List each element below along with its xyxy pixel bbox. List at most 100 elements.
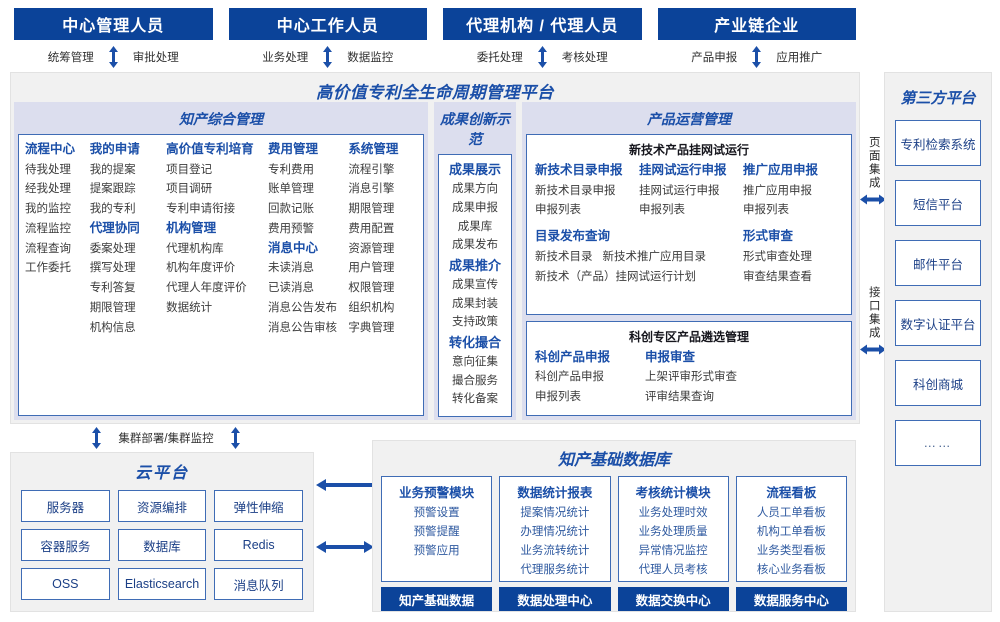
menu-item[interactable]: 撮合服务 <box>452 374 498 387</box>
role-card-3[interactable]: 产业链企业 <box>657 8 856 40</box>
cloud-cell-redis[interactable]: Redis <box>214 529 303 561</box>
menu-item[interactable]: 我的提案 <box>89 163 136 176</box>
menu-item[interactable]: 成果封装 <box>452 297 498 310</box>
third-party-item-patent-search[interactable]: 专利检索系统 <box>895 120 981 166</box>
menu-item[interactable]: 数据统计 <box>166 301 213 314</box>
menu-item[interactable]: 已读消息 <box>268 282 315 295</box>
role-card-2[interactable]: 代理机构 / 代理人员 <box>443 8 642 40</box>
menu-item[interactable]: 成果宣传 <box>452 279 498 291</box>
cloud-cell-server[interactable]: 服务器 <box>21 490 110 522</box>
menu-item[interactable]: 成果方向 <box>452 183 498 196</box>
menu-item[interactable]: 成果发布 <box>452 239 498 252</box>
menu-item[interactable]: 推广应用申报 <box>743 184 812 197</box>
menu-item[interactable]: 专利申请衔接 <box>166 203 236 216</box>
menu-item[interactable]: 委案处理 <box>89 242 136 255</box>
database-box-item[interactable]: 提案情况统计 <box>520 507 590 519</box>
menu-item[interactable]: 未读消息 <box>268 262 315 275</box>
menu-item[interactable]: 工作委托 <box>25 262 71 275</box>
cloud-cell-database[interactable]: 数据库 <box>117 529 207 561</box>
menu-item[interactable]: 组织机构 <box>348 301 395 314</box>
database-footer[interactable]: 数据服务中心 <box>735 587 847 611</box>
menu-item[interactable]: 提案跟踪 <box>89 183 136 196</box>
role-card-0[interactable]: 中心管理人员 <box>14 8 213 40</box>
menu-item[interactable]: 挂网试运行申报 <box>639 184 720 197</box>
menu-item[interactable]: 字典管理 <box>348 321 395 334</box>
database-box-item[interactable]: 核心业务看板 <box>756 563 826 576</box>
menu-item[interactable]: 申报列表 <box>743 204 789 217</box>
menu-item[interactable]: 用户管理 <box>348 262 395 275</box>
menu-item[interactable]: 转化备案 <box>452 393 498 406</box>
menu-item[interactable]: 项目登记 <box>166 163 213 176</box>
menu-item[interactable]: 申报列表 <box>535 391 581 404</box>
menu-item[interactable]: 专利答复 <box>89 282 136 295</box>
database-footer[interactable]: 数据交换中心 <box>617 587 729 611</box>
cloud-cell-container[interactable]: 容器服务 <box>21 529 110 561</box>
database-box-item[interactable]: 预警设置 <box>413 507 460 519</box>
menu-item[interactable]: 新技术（产品）挂网试运行计划 <box>535 270 696 283</box>
menu-item[interactable]: 成果申报 <box>452 201 498 214</box>
menu-item[interactable]: 申报列表 <box>535 204 581 217</box>
menu-item[interactable]: 成果库 <box>457 220 493 233</box>
menu-item[interactable]: 资源管理 <box>348 242 395 255</box>
menu-item[interactable]: 待我处理 <box>25 163 71 176</box>
third-party-item-more[interactable]: …… <box>895 420 981 466</box>
database-box-item[interactable]: 机构工单看板 <box>756 525 826 538</box>
database-box-item[interactable]: 预警提醒 <box>413 525 460 538</box>
menu-item[interactable]: 期限管理 <box>89 301 136 314</box>
menu-item[interactable]: 费用预警 <box>268 222 315 235</box>
menu-item[interactable]: 撰写处理 <box>89 262 136 275</box>
menu-item[interactable]: 我的监控 <box>25 203 71 216</box>
menu-item[interactable]: 申报列表 <box>639 204 685 217</box>
menu-item[interactable]: 专利费用 <box>268 163 315 176</box>
menu-item[interactable]: 机构信息 <box>89 321 136 334</box>
cloud-cell-oss[interactable]: OSS <box>21 568 110 600</box>
menu-item[interactable]: 消息公告审核 <box>268 321 338 334</box>
cloud-cell-elasticsearch[interactable]: Elasticsearch <box>117 568 207 600</box>
database-box-item[interactable]: 人员工单看板 <box>756 507 826 519</box>
menu-item[interactable]: 上架评审形式审查 <box>645 371 737 384</box>
database-box-item[interactable]: 业务处理时效 <box>638 507 708 519</box>
menu-item[interactable]: 评审结果查询 <box>645 391 714 404</box>
database-box-item[interactable]: 预警应用 <box>413 544 460 557</box>
database-box-item[interactable]: 代理服务统计 <box>520 563 590 576</box>
menu-item[interactable]: 消息公告发布 <box>268 301 338 314</box>
cloud-cell-orchestration[interactable]: 资源编排 <box>117 490 207 522</box>
menu-item[interactable]: 期限管理 <box>348 203 395 216</box>
menu-item[interactable]: 新技术目录 <box>535 250 593 263</box>
database-box-item[interactable]: 业务处理质量 <box>638 525 708 538</box>
third-party-item-email[interactable]: 邮件平台 <box>895 240 981 286</box>
database-box-item[interactable]: 业务类型看板 <box>756 544 826 557</box>
role-card-1[interactable]: 中心工作人员 <box>228 8 427 40</box>
menu-item[interactable]: 账单管理 <box>268 183 315 196</box>
third-party-item-sms[interactable]: 短信平台 <box>895 180 981 226</box>
menu-item[interactable]: 代理机构库 <box>166 242 224 255</box>
menu-item[interactable]: 费用配置 <box>348 222 395 235</box>
database-footer[interactable]: 数据处理中心 <box>499 587 611 611</box>
menu-item[interactable]: 经我处理 <box>25 183 71 196</box>
menu-item[interactable]: 形式审查处理 <box>743 250 812 263</box>
database-box-item[interactable]: 业务流转统计 <box>520 544 590 557</box>
cloud-cell-autoscaling[interactable]: 弹性伸缩 <box>214 490 303 522</box>
menu-item[interactable]: 支持政策 <box>452 316 498 329</box>
menu-item[interactable]: 代理人年度评价 <box>166 282 247 295</box>
menu-item[interactable]: 流程监控 <box>25 222 71 235</box>
menu-item[interactable]: 项目调研 <box>166 183 213 196</box>
third-party-item-mall[interactable]: 科创商城 <box>895 360 981 406</box>
database-box-item[interactable]: 办理情况统计 <box>520 525 590 538</box>
cloud-cell-mq[interactable]: 消息队列 <box>214 568 303 600</box>
menu-item[interactable]: 回款记账 <box>268 203 315 216</box>
third-party-item-digital-cert[interactable]: 数字认证平台 <box>895 300 981 346</box>
menu-item[interactable]: 新技术推广应用目录 <box>602 250 707 263</box>
database-footer[interactable]: 知产基础数据 <box>381 587 493 611</box>
menu-item[interactable]: 科创产品申报 <box>535 371 604 384</box>
menu-item[interactable]: 我的专利 <box>89 203 136 216</box>
menu-item[interactable]: 流程引擎 <box>348 163 395 176</box>
database-box-item[interactable]: 代理人员考核 <box>638 563 708 576</box>
menu-item[interactable]: 机构年度评价 <box>166 262 236 275</box>
menu-item[interactable]: 流程查询 <box>25 242 71 255</box>
menu-item[interactable]: 消息引擎 <box>348 183 395 196</box>
menu-item[interactable]: 新技术目录申报 <box>535 184 616 197</box>
menu-item[interactable]: 审查结果查看 <box>743 270 812 283</box>
menu-item[interactable]: 意向征集 <box>452 356 498 369</box>
database-box-item[interactable]: 异常情况监控 <box>638 544 708 557</box>
